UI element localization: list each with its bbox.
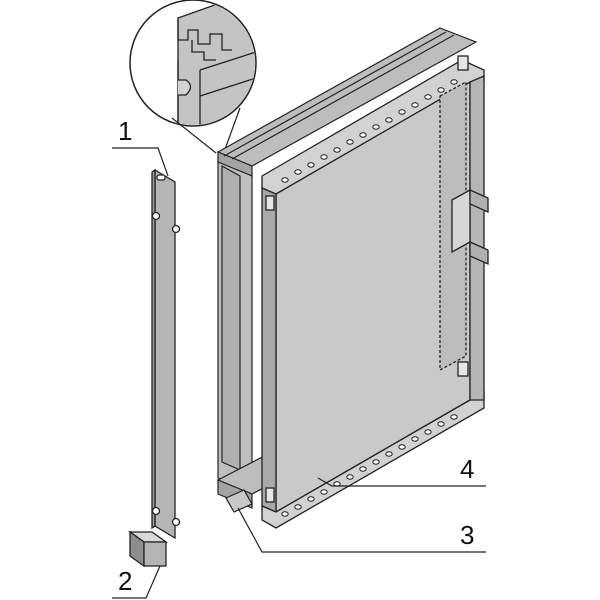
callout-3: 3: [460, 520, 474, 550]
leader-2: [112, 565, 161, 599]
callout-4: 4: [460, 454, 474, 484]
callout-2: 2: [118, 566, 132, 596]
leader-lines: [112, 147, 486, 599]
detail-magnifier: [129, 0, 257, 154]
leader-4: [317, 477, 486, 487]
callout-1: 1: [118, 116, 132, 146]
leader-1: [112, 147, 169, 177]
top-hole-row: [281, 79, 458, 183]
bottom-hole-row: [281, 414, 458, 517]
grip-handle: [127, 530, 169, 568]
leader-3: [237, 507, 486, 553]
rear-panel: [217, 161, 253, 493]
side-plate: [151, 168, 181, 540]
